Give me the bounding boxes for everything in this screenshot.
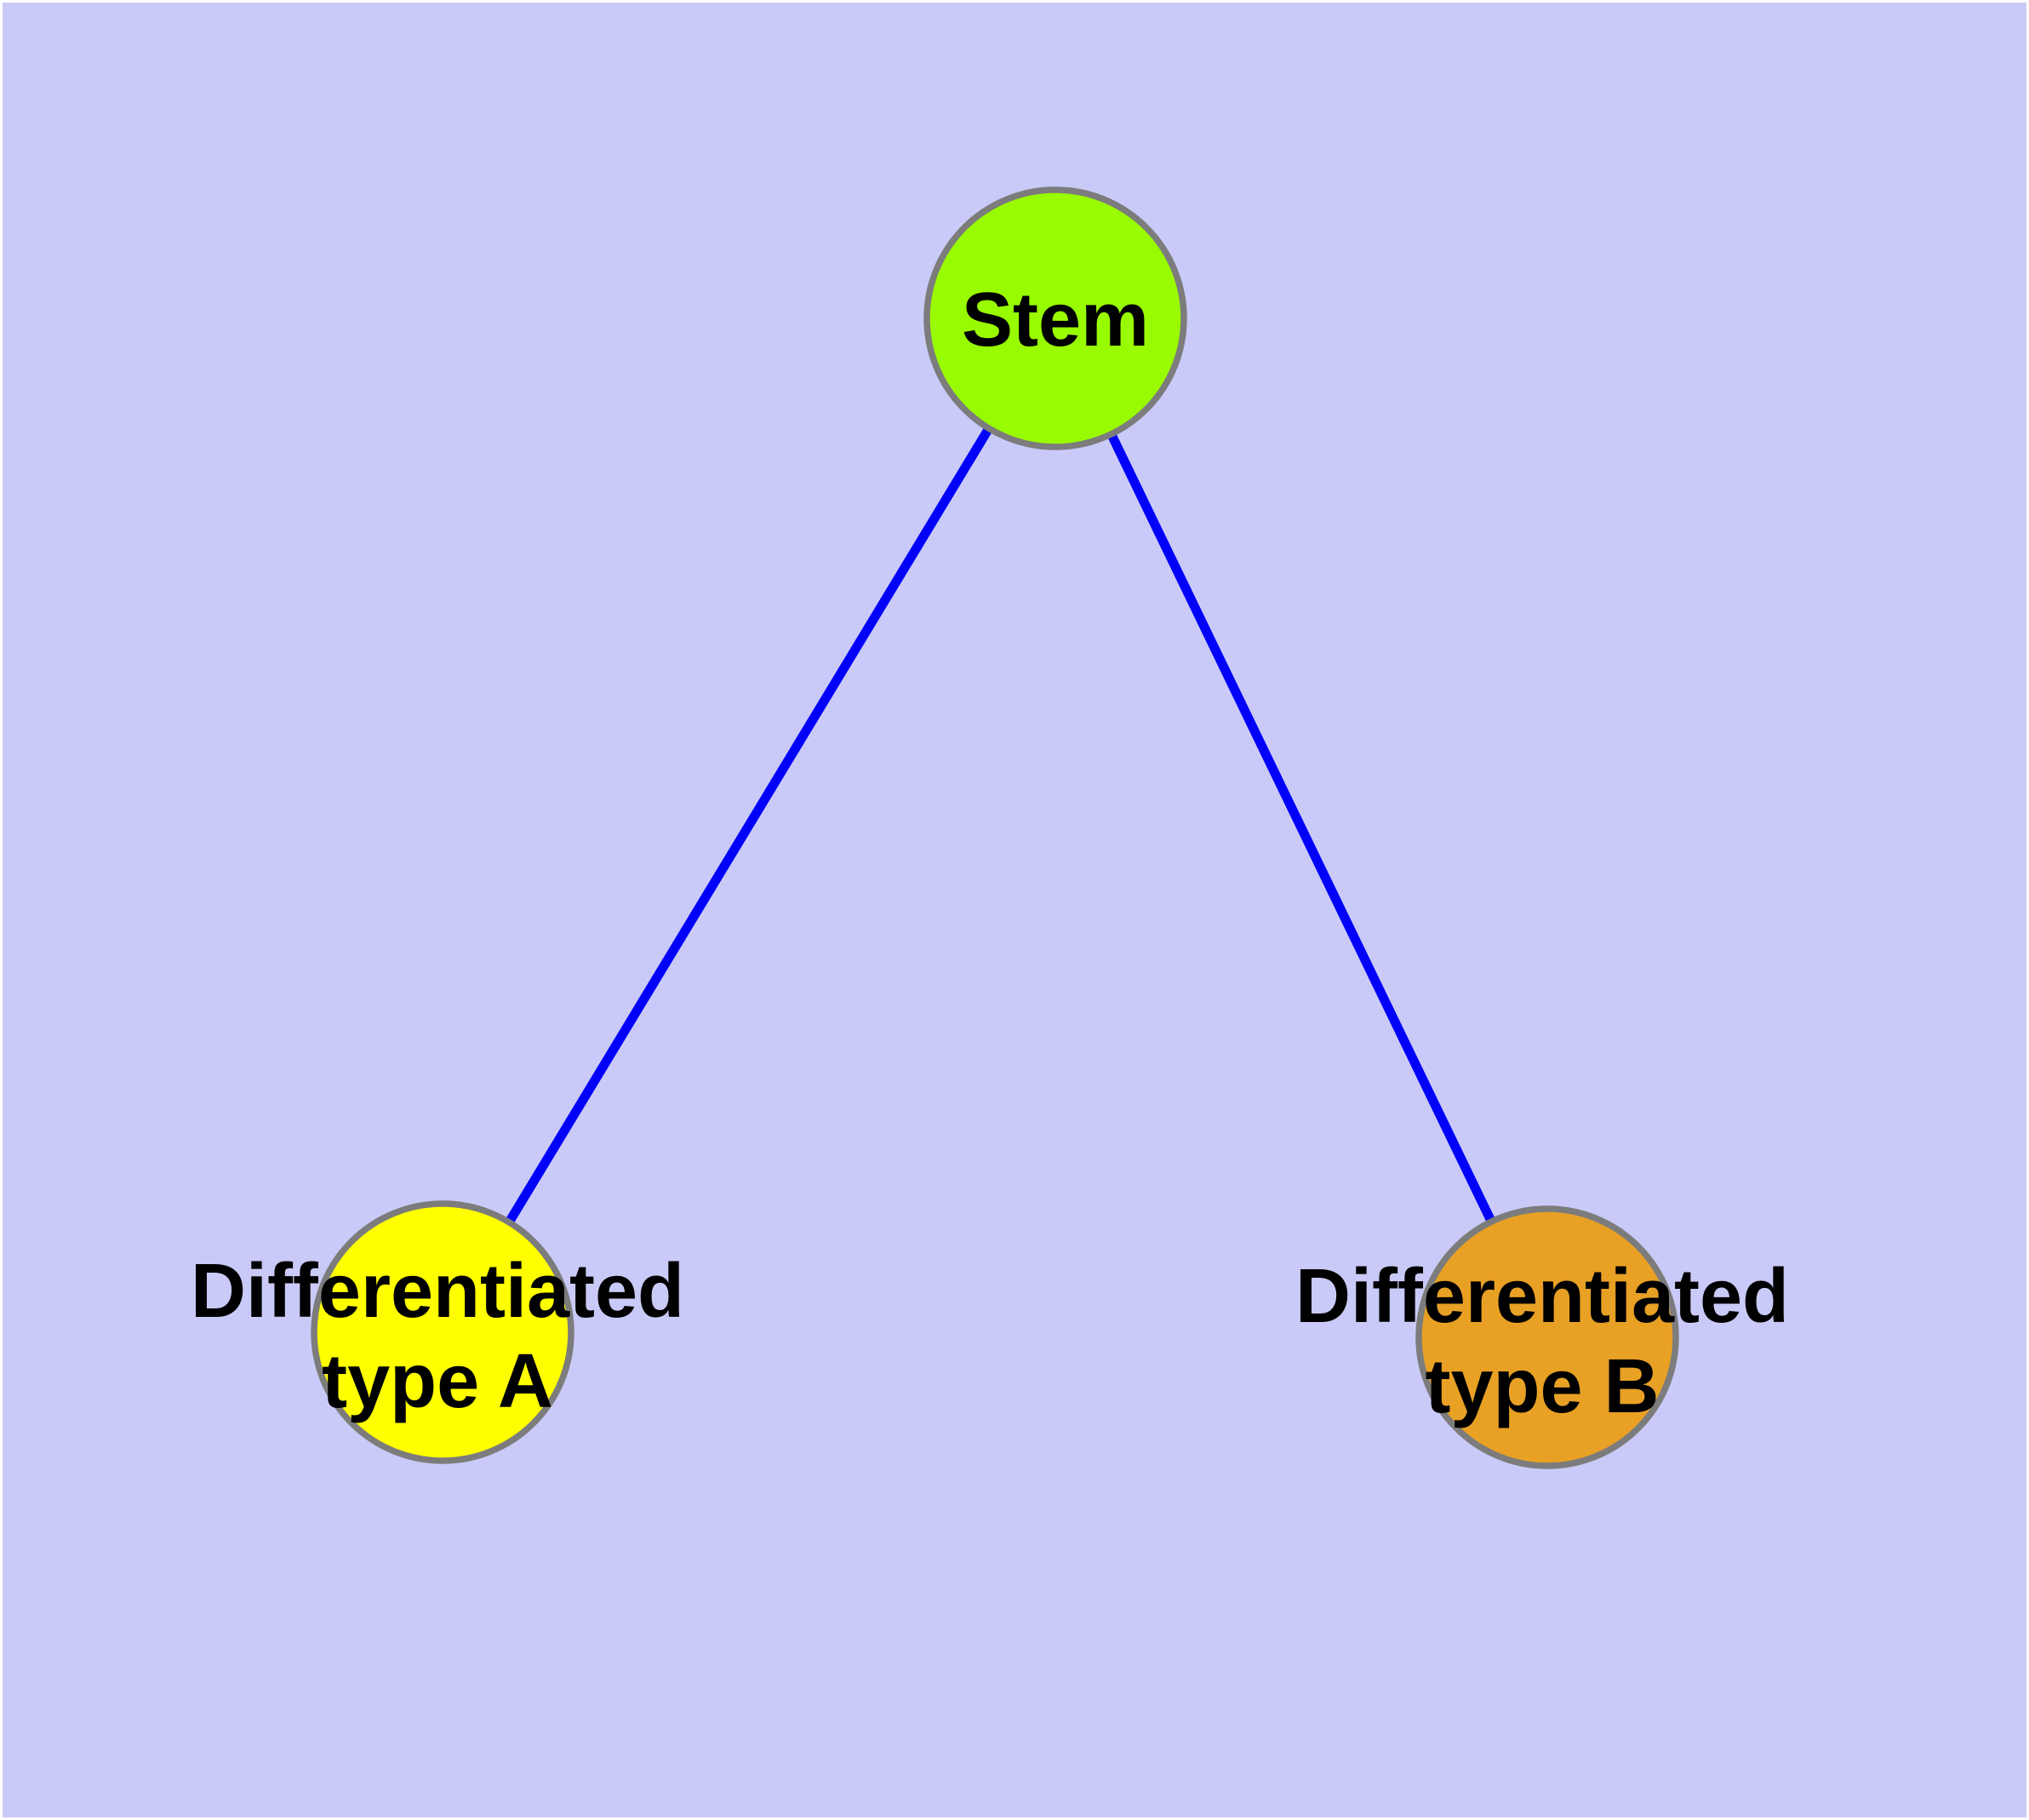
node-type-a-label-line-2: type A <box>322 1339 553 1424</box>
node-stem-label-line-1: Stem <box>962 278 1149 363</box>
node-type-a-circle <box>311 1200 574 1464</box>
node-stem-label: Stem <box>962 278 1149 363</box>
node-type-b-circle <box>1415 1205 1679 1469</box>
edge-stem-type-a <box>438 316 1060 1335</box>
node-type-b-label-line-1: Differentiated <box>1295 1254 1789 1339</box>
node-type-b-label-line-2: type B <box>1425 1344 1659 1429</box>
node-type-a-label-line-1: Differentiated <box>191 1249 684 1334</box>
edge-stem-type-b <box>1051 316 1552 1340</box>
node-stem-circle <box>923 186 1187 450</box>
